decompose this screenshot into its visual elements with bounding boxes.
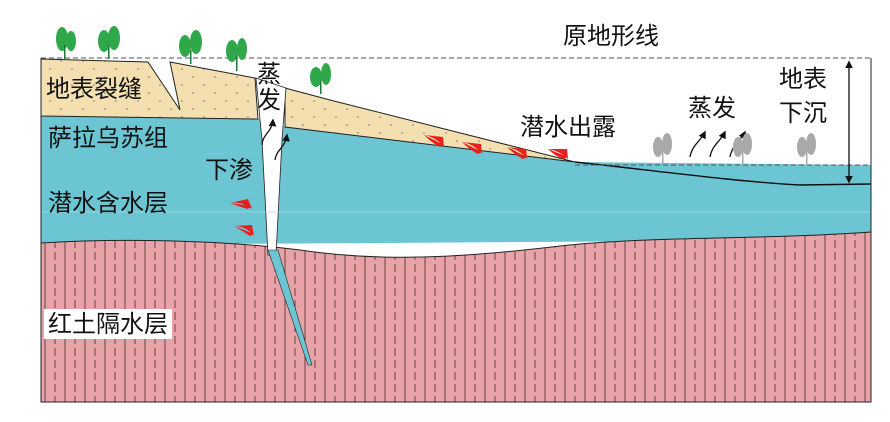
red-clay-layer — [40, 231, 872, 403]
infiltration-label: 下渗 — [205, 156, 253, 184]
phreatic-outcrop-label: 潜水出露 — [520, 113, 616, 141]
surface-cracks-label: 地表裂缝 — [46, 75, 142, 103]
subsidence-label-1: 地表 — [779, 65, 827, 93]
fissure-in-clay — [267, 249, 313, 366]
vegetation-icon — [56, 26, 331, 94]
evaporation-arrows-fissure — [261, 118, 290, 161]
fissure-evaporation-label-2: 发 — [257, 86, 281, 114]
original-terrain-label: 原地形线 — [563, 22, 659, 50]
evaporation-label: 蒸发 — [688, 94, 736, 122]
groundwater-flow-arrows — [230, 135, 568, 236]
red-clay-aquitard-label: 红土隔水层 — [44, 309, 172, 339]
fissure-evaporation-label-1: 蒸 — [257, 60, 281, 88]
phreatic-aquifer-layer — [41, 116, 871, 245]
dead-vegetation-icon — [653, 133, 816, 164]
sand-layer-left — [40, 58, 259, 120]
subsidence-label-2: 下沉 — [779, 99, 827, 127]
salawusu-formation-label: 萨拉乌苏组 — [48, 124, 168, 152]
water-table-line — [574, 161, 872, 186]
phreatic-aquifer-label: 潜水含水层 — [48, 189, 168, 217]
